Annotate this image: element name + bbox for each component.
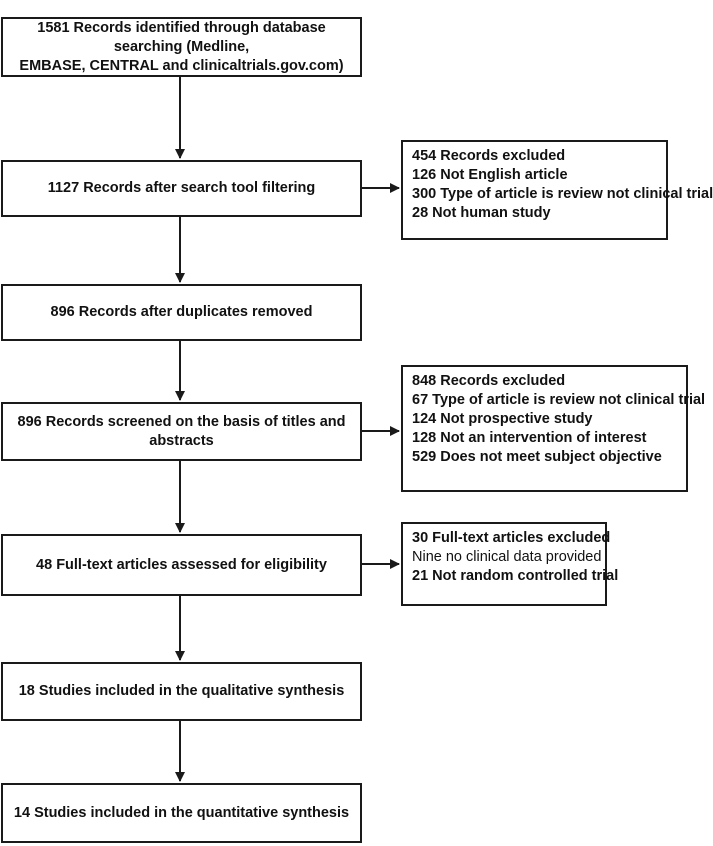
exclusion-1-line: 300 Type of article is review not clinic… — [412, 186, 713, 202]
duplicates-removed-text: 896 Records after duplicates removed — [50, 304, 313, 320]
records-identified-box: 1581 Records identified through database… — [1, 17, 362, 77]
exclusion-box-1: 454 Records excluded 126 Not English art… — [401, 140, 713, 240]
search-filtering-box: 1127 Records after search tool filtering — [1, 160, 362, 217]
full-text-assessed-box: 48 Full-text articles assessed for eligi… — [1, 534, 362, 596]
full-text-assessed-text: 48 Full-text articles assessed for eligi… — [36, 556, 327, 573]
exclusion-2-line: 67 Type of article is review not clinica… — [412, 392, 706, 408]
records-screened-text: 896 Records screened on the basis of tit… — [17, 413, 346, 449]
exclusion-1-line: 454 Records excluded — [412, 148, 566, 164]
duplicates-removed-box: 896 Records after duplicates removed — [1, 284, 362, 341]
exclusion-2-line: 124 Not prospective study — [412, 411, 593, 427]
exclusion-2-line: 128 Not an intervention of interest — [412, 430, 647, 446]
records-identified-line-2: EMBASE, CENTRAL and clinicaltrials.gov.c… — [19, 57, 344, 74]
records-identified-line-1: 1581 Records identified through database… — [37, 19, 326, 55]
exclusion-3-line: Nine no clinical data provided — [412, 549, 602, 565]
exclusion-1-line: 28 Not human study — [412, 205, 551, 221]
exclusion-box-2: 848 Records excluded 67 Type of article … — [401, 365, 706, 492]
quantitative-synthesis-box: 14 Studies included in the quantitative … — [1, 783, 362, 843]
exclusion-3-line: 30 Full-text articles excluded — [412, 530, 611, 546]
records-screened-box: 896 Records screened on the basis of tit… — [1, 402, 362, 461]
exclusion-1-line: 126 Not English article — [412, 167, 568, 183]
search-filtering-text: 1127 Records after search tool filtering — [47, 180, 316, 196]
exclusion-2-line: 848 Records excluded — [412, 373, 566, 389]
qualitative-synthesis-text: 18 Studies included in the qualitative s… — [18, 683, 345, 699]
qualitative-synthesis-box: 18 Studies included in the qualitative s… — [1, 662, 362, 721]
exclusion-box-3: 30 Full-text articles excluded Nine no c… — [401, 522, 619, 606]
exclusion-2-line: 529 Does not meet subject objective — [412, 449, 662, 465]
quantitative-synthesis-text: 14 Studies included in the quantitative … — [13, 804, 350, 821]
exclusion-3-line: 21 Not random controlled trial — [412, 568, 619, 584]
